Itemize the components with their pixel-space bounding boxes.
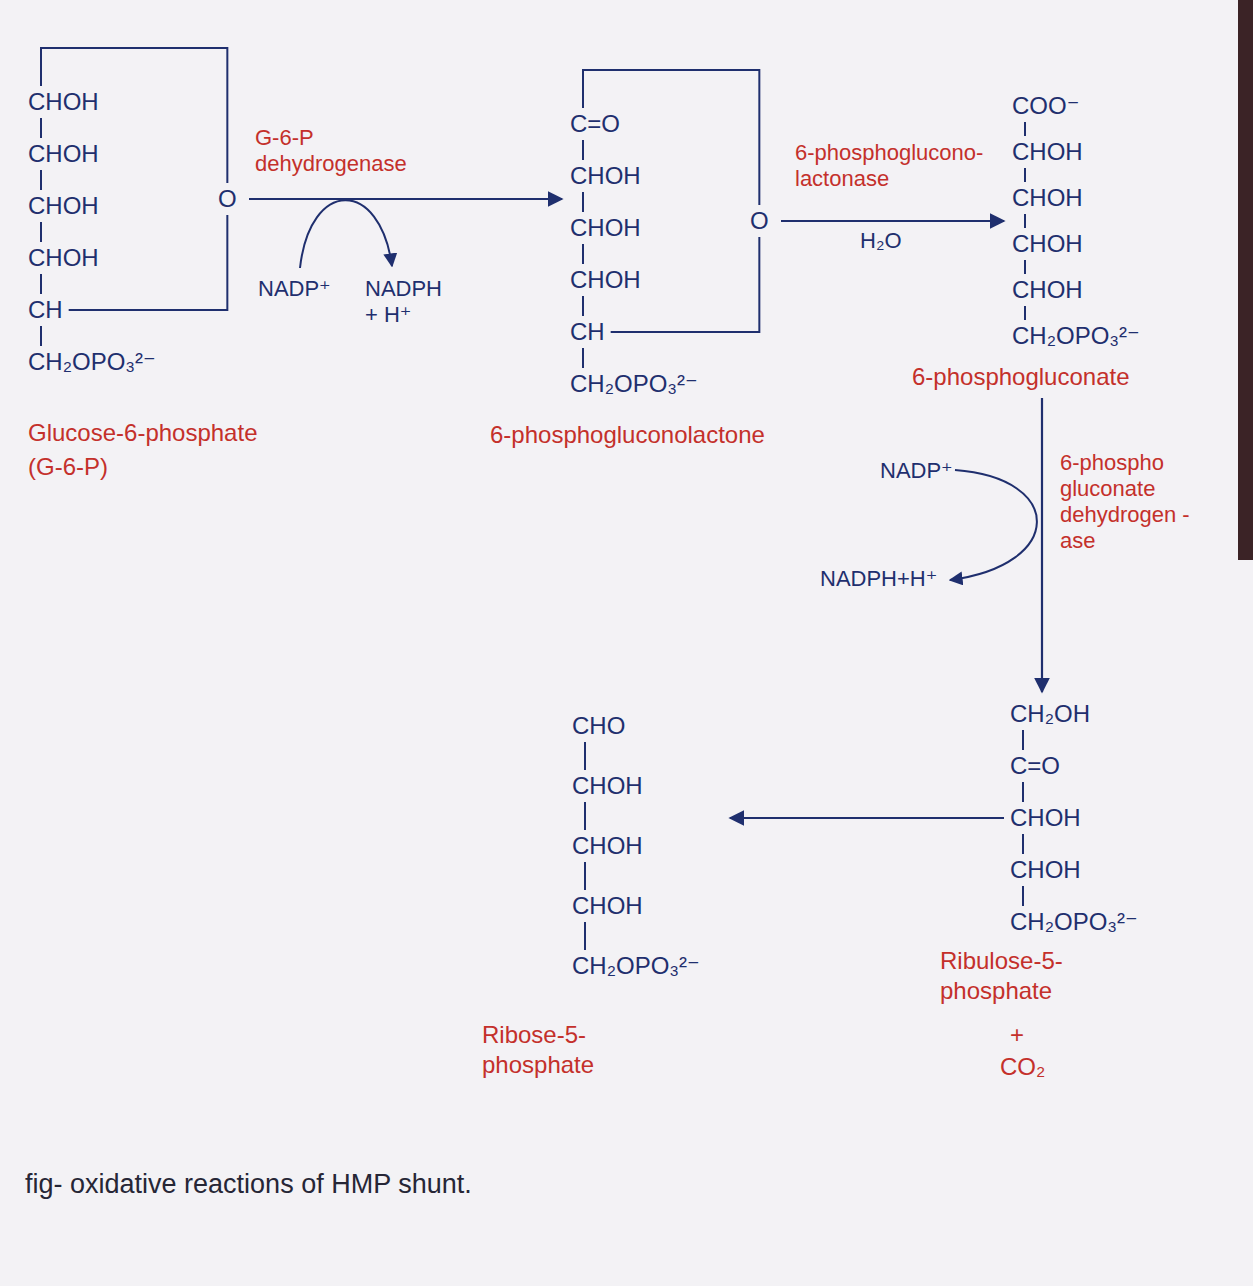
compound-name: 6-phosphogluconate [912, 362, 1130, 392]
formula-line: CHOH [1012, 230, 1083, 258]
bond-line [40, 170, 42, 190]
cofactor-label: H₂O [860, 228, 902, 254]
formula-line: CH [28, 296, 63, 324]
bond-line [1022, 782, 1024, 802]
formula-line: C=O [570, 110, 620, 138]
formula-line: CHOH [572, 772, 643, 800]
compound-name: 6-phosphogluconolactone [490, 420, 765, 450]
formula-line: CHOH [1010, 804, 1081, 832]
compound-structure: CHOHCHOHCHOHCHOHCHCH₂OPO₃²⁻OGlucose-6-ph… [28, 88, 243, 482]
compound-name: (G-6-P) [28, 452, 108, 482]
bond-line [584, 862, 586, 890]
formula-line: CHO [572, 712, 625, 740]
formula-line: CH₂OPO₃²⁻ [1012, 322, 1140, 350]
formula-line: CHOH [1012, 138, 1083, 166]
compound-name: Ribose-5-phosphate [482, 1020, 652, 1080]
formula-line: CHOH [1012, 276, 1083, 304]
formula-line: CHOH [28, 140, 99, 168]
formula-line: CH₂OPO₃²⁻ [570, 370, 698, 398]
bond-line [40, 118, 42, 138]
bond-line [1024, 122, 1026, 136]
formula-line: CH₂OPO₃²⁻ [572, 952, 700, 980]
bond-line [1024, 214, 1026, 228]
bond-line [40, 274, 42, 294]
bond-line [582, 348, 584, 368]
formula-line: CHOH [1010, 856, 1081, 884]
bond-line [1022, 834, 1024, 854]
compound-structure: CH₂OHC=OCHOHCHOHCH₂OPO₃²⁻Ribulose-5-phos… [1010, 700, 1170, 1082]
bond-line [40, 222, 42, 242]
bond-line [584, 802, 586, 830]
formula-line: C=O [1010, 752, 1060, 780]
cofactor-label: NADP⁺ [880, 458, 953, 484]
compound-name: CO₂ [1000, 1052, 1045, 1082]
bond-line [40, 326, 42, 346]
bond-line [584, 742, 586, 770]
enzyme-label: 6-phospho gluconate dehydrogen -ase [1060, 450, 1210, 554]
bond-line [1024, 306, 1026, 320]
formula-line: CH [570, 318, 605, 346]
formula-line: CH₂OH [1010, 700, 1090, 728]
cofactor-label: NADPH + H⁺ [365, 276, 445, 328]
reaction-arrow [730, 817, 1004, 819]
formula-line: CHOH [28, 192, 99, 220]
bond-line [1022, 730, 1024, 750]
enzyme-label: 6-phosphoglucono- lactonase [795, 140, 1000, 192]
compound-name: Glucose-6-phosphate [28, 418, 257, 448]
edge-strip [1238, 0, 1253, 560]
reaction-arrow [249, 198, 562, 200]
cofactor-arrow [300, 200, 392, 268]
formula-line: CHOH [1012, 184, 1083, 212]
bond-line [584, 922, 586, 950]
compound-structure: COO⁻CHOHCHOHCHOHCHOHCH₂OPO₃²⁻6-phosphogl… [1012, 92, 1172, 392]
compound-structure: CHOCHOHCHOHCHOHCH₂OPO₃²⁻Ribose-5-phospha… [572, 712, 722, 1080]
ring-oxygen: O [750, 207, 769, 235]
formula-line: CHOH [570, 214, 641, 242]
formula-line: CHOH [572, 892, 643, 920]
bond-line [1022, 886, 1024, 906]
formula-line: CHOH [28, 88, 99, 116]
compound-structure: C=OCHOHCHOHCHOHCHCH₂OPO₃²⁻O6-phosphogluc… [570, 110, 775, 450]
formula-line: CH₂OPO₃²⁻ [28, 348, 156, 376]
bond-line [1024, 168, 1026, 182]
reaction-arrow [781, 220, 1004, 222]
bond-line [582, 140, 584, 160]
formula-line: CHOH [28, 244, 99, 272]
reaction-arrow [1041, 398, 1043, 692]
cofactor-label: NADP⁺ [258, 276, 331, 302]
compound-name: + [1010, 1020, 1024, 1050]
formula-line: COO⁻ [1012, 92, 1079, 120]
cofactor-arrow [950, 470, 1037, 580]
formula-line: CHOH [570, 266, 641, 294]
enzyme-label: G-6-P dehydrogenase [255, 125, 435, 177]
cofactor-label: NADPH+H⁺ [820, 566, 937, 592]
bond-line [582, 192, 584, 212]
bond-line [582, 244, 584, 264]
bond-line [1024, 260, 1026, 274]
formula-line: CHOH [572, 832, 643, 860]
bond-line [582, 296, 584, 316]
formula-line: CH₂OPO₃²⁻ [1010, 908, 1138, 936]
formula-line: CHOH [570, 162, 641, 190]
ring-oxygen: O [218, 185, 237, 213]
figure-caption: fig- oxidative reactions of HMP shunt. [25, 1168, 472, 1200]
compound-name: Ribulose-5-phosphate [940, 946, 1110, 1006]
